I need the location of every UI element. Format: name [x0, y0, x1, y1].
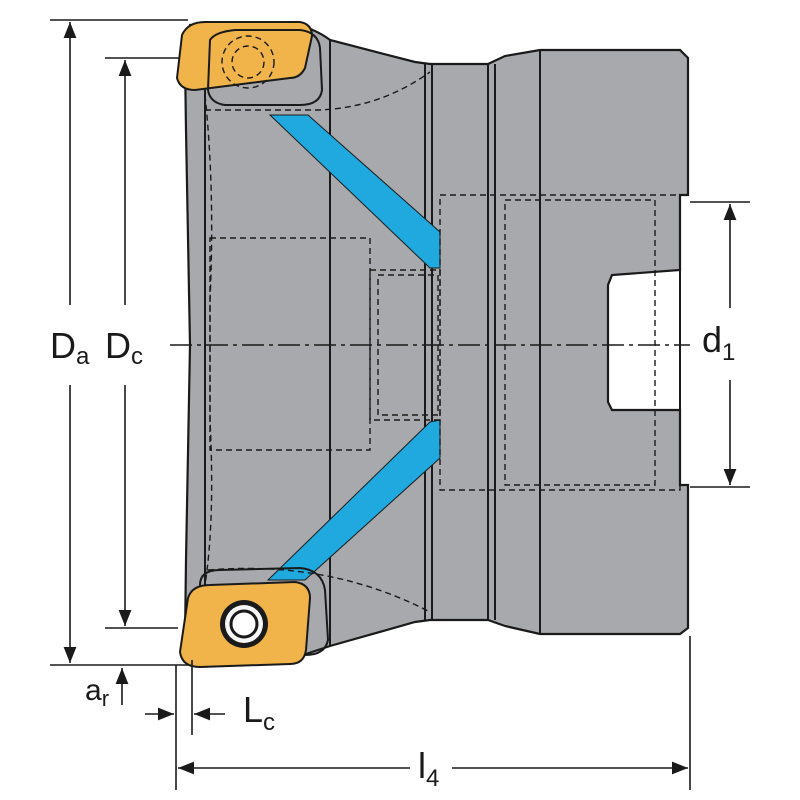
label-d1: d1 [702, 319, 735, 366]
hidden-bore [504, 199, 656, 486]
insert-pocket-top [206, 29, 324, 106]
label-l4: l4 [418, 745, 439, 792]
screw-hidden-outer [221, 35, 275, 89]
label-Da: Da [50, 325, 90, 370]
label-Lc: Lc [243, 689, 275, 736]
screw-hidden-inner [231, 45, 265, 79]
insert-screw-head [229, 609, 259, 639]
label-ar: ar [85, 674, 109, 711]
label-Dc: Dc [105, 325, 143, 370]
hidden-line [207, 567, 431, 613]
hidden-bore [439, 194, 681, 491]
